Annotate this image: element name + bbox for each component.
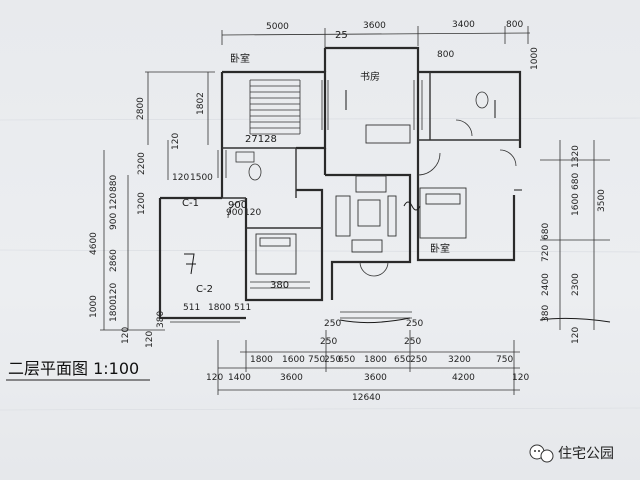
left-dim-2800: 2800	[136, 97, 146, 120]
left-dim-900: 900	[109, 213, 119, 230]
top-dim-2: 3600	[363, 21, 386, 31]
bottom-total-dim: 12640	[352, 393, 381, 403]
window-label-c1: C-1	[182, 198, 199, 209]
windows	[170, 80, 423, 323]
right-dim-720: 720	[541, 245, 551, 262]
top-right-dim: 1000	[530, 47, 540, 70]
left-dim-120a: 120	[171, 133, 181, 150]
watermark: 住宅公园	[529, 444, 614, 463]
top-dim-1: 5000	[266, 22, 289, 32]
left-hdim-511b: 511	[234, 303, 251, 313]
bottom-dim-750a: 750	[308, 355, 325, 365]
bedroom-furniture	[255, 124, 467, 275]
right-dim-1320: 1320	[571, 145, 581, 168]
staircase	[249, 79, 301, 135]
right-dim-680b: 680	[541, 223, 551, 240]
left-dim-2860: 2860	[109, 249, 119, 272]
bottom-dim-750b: 750	[496, 355, 513, 365]
bath-note: 27128	[245, 134, 277, 145]
right-dimension-chain	[540, 140, 610, 330]
right-dim-380: 380	[541, 305, 551, 322]
left-dim-1200: 1200	[137, 192, 147, 215]
bottom-dim-650b: 650	[394, 355, 411, 365]
bottom-dim-1800b: 1800	[364, 355, 387, 365]
left-dim-1800: 1800	[109, 299, 119, 322]
bed-note: 卧室	[430, 242, 450, 255]
bottom-dimension-chains	[217, 330, 520, 395]
chat-bubble-icon	[529, 444, 554, 463]
watermark-text: 住宅公园	[558, 446, 614, 462]
left-dim-120e: 120	[145, 331, 155, 348]
bathroom-fixtures	[235, 91, 489, 181]
left-dim-2200: 2200	[137, 152, 147, 175]
right-dim-680a: 680	[571, 173, 581, 190]
bottom-dim2-120a: 120	[206, 373, 223, 383]
bottom-dim-1800: 1800	[250, 355, 273, 365]
bottom-dim-1600: 1600	[282, 355, 305, 365]
right-dim-2400: 2400	[541, 273, 551, 296]
left-dimension-chain	[100, 71, 215, 331]
top-hand-note: 25	[335, 30, 348, 41]
bottom-small-250b: 250	[406, 319, 423, 329]
bottom-small-250a: 250	[324, 319, 341, 329]
left-dim-4600: 4600	[89, 232, 99, 255]
left-dim-120d: 120	[121, 327, 131, 344]
right-dim-3500: 3500	[597, 189, 607, 212]
left-hdim-120: 120	[172, 173, 189, 183]
bottom-dim2-3600a: 3600	[280, 373, 303, 383]
right-dim-2300: 2300	[571, 273, 581, 296]
paper-texture	[0, 117, 640, 411]
window-label-c2: C-2	[196, 284, 213, 295]
bottom-dim-3200: 3200	[448, 355, 471, 365]
left-dim-120b: 120	[109, 193, 119, 210]
bottom-dim2-4200: 4200	[452, 373, 475, 383]
left-dim-1802: 1802	[196, 92, 206, 115]
left-dim-1000: 1000	[89, 295, 99, 318]
door-swings	[227, 119, 517, 277]
stair-note: 卧室	[230, 52, 250, 65]
exterior-walls	[158, 46, 522, 320]
mid-note: 900	[228, 200, 247, 211]
left-hdim-1800: 1800	[208, 303, 231, 313]
living-furniture	[335, 175, 397, 253]
top-dim-3: 3400	[452, 20, 475, 30]
bottom-dim-650a: 650	[338, 355, 355, 365]
bottom-dim-250a: 250	[324, 355, 341, 365]
drawing-title: 二层平面图 1:100	[8, 359, 139, 378]
left-hdim-120: 120	[244, 208, 261, 218]
bottom-small-250d: 250	[404, 337, 421, 347]
bottom-dim-250b: 250	[410, 355, 427, 365]
left-dim-380: 380	[156, 311, 166, 328]
top-dimension-chain	[221, 26, 531, 48]
top-sub-dim: 800	[437, 50, 454, 60]
left-dim-120c: 120	[109, 283, 119, 300]
left-hdim-1500: 1500	[190, 173, 213, 183]
bottom-dim2-3600b: 3600	[364, 373, 387, 383]
interior-walls	[222, 72, 520, 229]
study-note: 书房	[360, 70, 380, 83]
bottom-small-250c: 250	[320, 337, 337, 347]
left-dim-880: 880	[109, 175, 119, 192]
top-dim-4: 800	[506, 20, 523, 30]
handwritten-marks	[184, 90, 611, 324]
right-dim-1600: 1600	[571, 193, 581, 216]
left-hdim-900: 900	[226, 208, 243, 218]
bottom-note: 380	[270, 280, 289, 291]
bottom-dim2-120b: 120	[512, 373, 529, 383]
left-hdim-511a: 511	[183, 303, 200, 313]
bottom-dim2-1400: 1400	[228, 373, 251, 383]
right-dim-120: 120	[571, 327, 581, 344]
